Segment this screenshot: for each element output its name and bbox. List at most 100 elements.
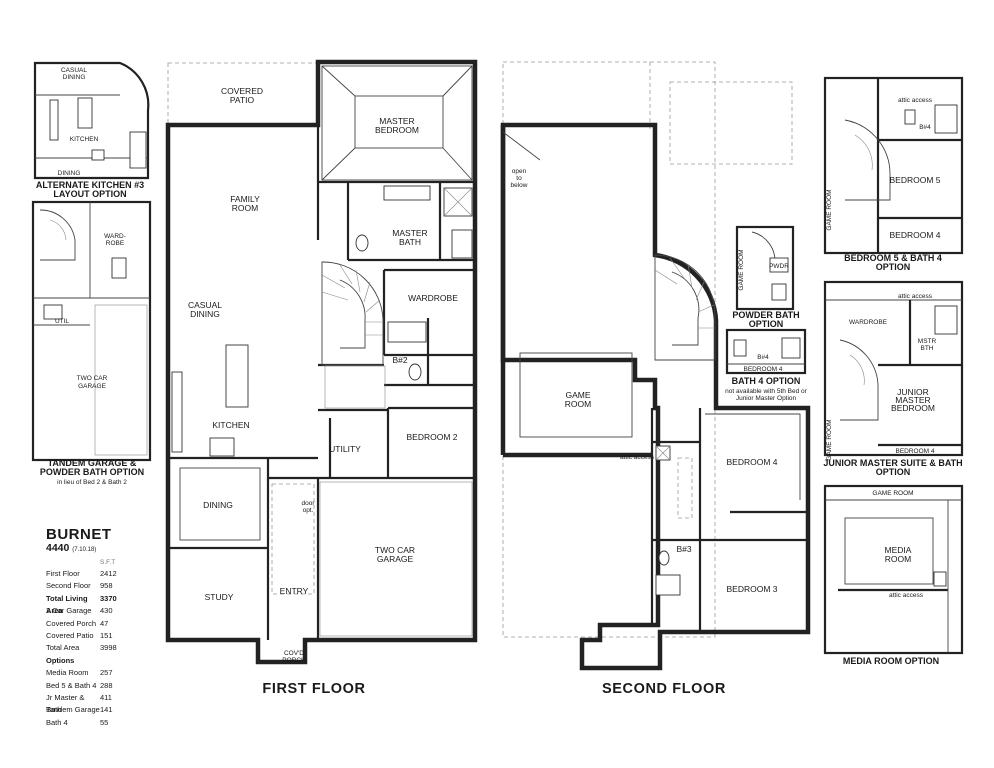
alt-kitchen-kitchen-label: KITCHEN [70,136,99,143]
kitchen-label: KITCHEN [212,420,249,430]
kitchen-range [209,437,235,457]
bath4-bedroom4-label: BEDROOM 4 [743,366,782,373]
second-floor-exterior-wall [500,122,811,671]
area-row-label: 2 Car Garage [46,606,92,616]
hall [324,365,386,409]
area-row-value: 141 [100,705,113,715]
area-row: Media Room 257 [46,667,158,679]
area-row: Jr Master & Bath 411 [46,692,158,715]
master-vanity [383,185,431,201]
area-row-label: Covered Patio [46,630,94,640]
area-row-value: 411 [100,692,112,702]
dining-ceiling [179,467,261,541]
media-game-room-label: GAME ROOM [872,490,913,497]
area-row-value: 288 [100,680,113,690]
plan-number-value: 4440 [46,542,70,554]
second-floor-spiral-stair [654,254,716,361]
study-label: STUDY [205,592,234,602]
utility-label: UTILITY [329,444,361,454]
kitchen-island [225,344,249,408]
area-row-value: 3998 [100,643,117,653]
entry-stair [271,483,315,595]
options-header: Options [46,655,75,665]
alt-kitchen-dining-label: DINING [58,170,81,177]
unit-header: S.F.T [100,559,116,566]
bed5-game-room-label: GAME ROOM [826,189,833,230]
area-row-label: Media Room [46,668,89,678]
attic-hatch [677,457,693,519]
jr-game-room-label: GAME ROOM [826,419,833,460]
media-attic-access-label: attic access [889,592,924,599]
tandem-util-label: UTIL [55,318,69,325]
first-floor-interior-walls [168,123,475,640]
first-floor-exterior-wall [165,59,478,665]
area-row-label: Second Floor [46,581,91,591]
wardrobe-label: WARDROBE [408,293,458,303]
kitchen-counter [171,371,183,453]
area-row-label: Total Area [46,643,80,653]
area-row-value: 55 [100,717,109,727]
area-row-value: 47 [100,618,109,628]
area-row: First Floor 2412 [46,568,158,580]
bath4-b4-label: B#4 [757,354,769,361]
area-row-value: 257 [100,668,113,678]
bath3-label: B#3 [676,544,691,554]
area-row: Covered Patio 151 [46,630,158,642]
plan-date: (7.10.18) [72,547,97,553]
bed5-bedroom4-label: BEDROOM 4 [889,230,940,240]
entry-label: ENTRY [280,586,309,596]
bath4-caption: BATH 4 OPTION [732,376,801,386]
area-row-label: Bath 4 [46,717,68,727]
jr-attic-access-label: attic access [898,293,933,300]
bedroom3-label: BEDROOM 3 [726,584,777,594]
jr-wardrobe-label: WARDROBE [849,319,888,326]
roof-area [669,81,793,165]
bath3-tub [655,574,681,596]
bath2-toilet [408,363,422,381]
master-tub [451,229,473,259]
jr-bedroom4-label: BEDROOM 4 [895,448,934,455]
bath2-tub [387,321,427,343]
area-row-value: 2412 [100,569,117,578]
area-row: Bath 4 55 [46,717,158,729]
media-room-caption: MEDIA ROOM OPTION [843,656,939,666]
area-row-label: Jr Master & Bath [46,692,85,715]
area-row-label: First Floor [46,569,80,578]
bed5-bedroom5-label: BEDROOM 5 [889,175,940,185]
area-row-value: 151 [100,630,113,640]
area-row-label: Tandem Garage [46,705,100,715]
area-row: Total Area 3998 [46,642,158,654]
area-row-label: Total Living Area [46,593,88,616]
bath4-option: B#4 BEDROOM 4 BATH 4 OPTION not availabl… [725,328,808,402]
bed5-attic-access-label: attic access [898,97,933,104]
bath3-toilet [658,550,670,566]
second-floor-title: SECOND FLOOR [602,681,726,697]
